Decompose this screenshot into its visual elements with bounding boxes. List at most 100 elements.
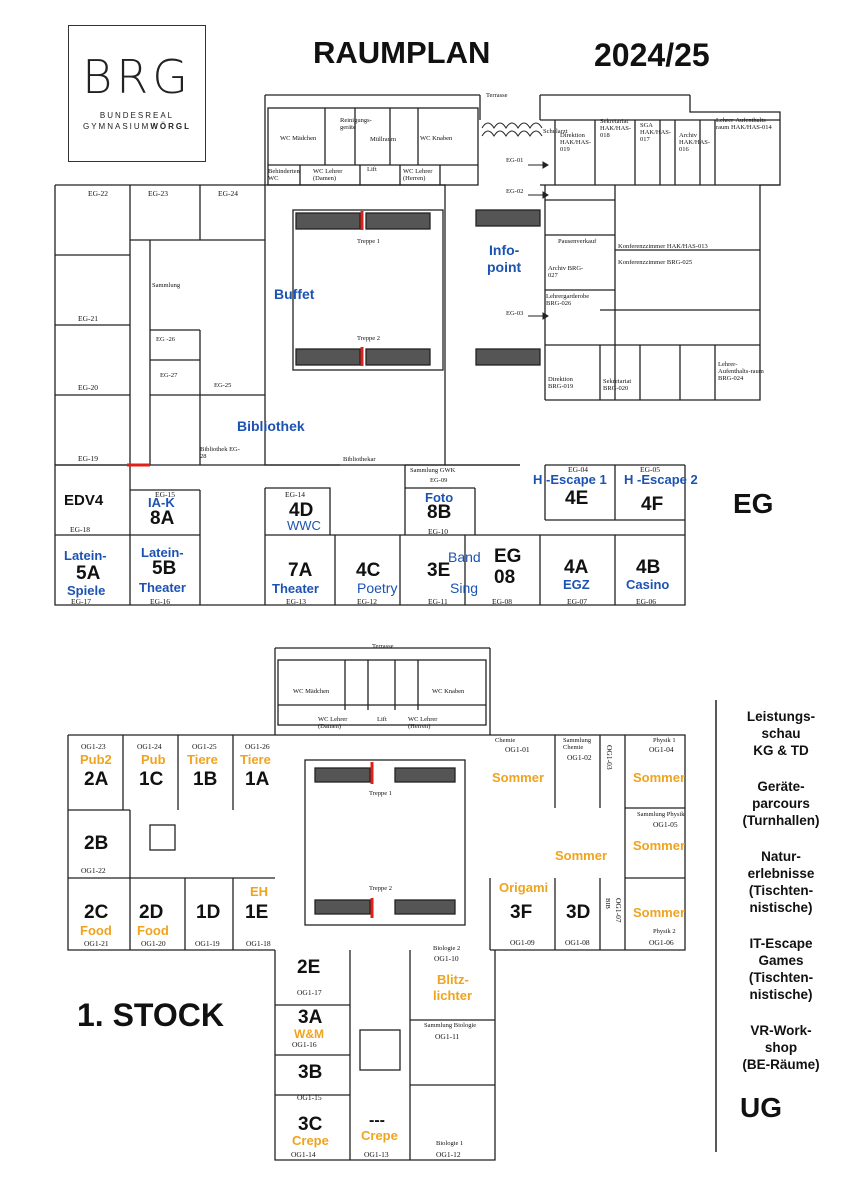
eg-archiv: Archiv HAK/HAS-016 xyxy=(679,132,711,153)
ug-item-vr-workshop: VR-Work- shop (BE-Räume) xyxy=(719,1022,843,1073)
og-topic-blitz-2: lichter xyxy=(433,988,473,1003)
eg-topic1-3e: Band xyxy=(448,549,481,565)
page-title: RAUMPLAN xyxy=(313,35,491,70)
eg-ausgabe: Pausenverkauf xyxy=(558,238,597,245)
eg-infopoint-2: point xyxy=(487,259,522,275)
og-code-3a: OG1-16 xyxy=(292,1040,317,1049)
og-biologie1: Biologie 1 xyxy=(436,1140,464,1147)
og-class-1a: 1A xyxy=(245,769,270,790)
eg-topic-4c: Poetry xyxy=(357,580,398,596)
eg-20: EG-20 xyxy=(78,383,98,392)
eg-01: EG-01 xyxy=(506,157,524,164)
ug-item-3-line-1: Games xyxy=(758,953,804,968)
eg-behinderten-wc: Behinderten WC xyxy=(268,168,300,182)
ug-item-geraeteparcours: Geräte- parcours (Turnhallen) xyxy=(719,778,843,829)
eg-topic-7a: Theater xyxy=(272,581,319,596)
ug-list: Leistungs- schau KG & TD Geräte- parcour… xyxy=(719,708,843,1073)
og-class-2c: 2C xyxy=(84,902,109,923)
eg-buffet: Buffet xyxy=(274,286,315,302)
eg-reinigung: Reinigungs-geräte xyxy=(340,117,372,131)
og-code-1b: OG1-25 xyxy=(192,742,217,751)
og-code-105: OG1-05 xyxy=(653,820,678,829)
og-topic-blitz-1: Blitz- xyxy=(437,972,469,987)
og-code-1c: OG1-24 xyxy=(137,742,162,751)
og-terrasse: Terrasse xyxy=(372,643,394,650)
og-topic-2a: Pub2 xyxy=(80,752,112,767)
eg-topic2-3e: Sing xyxy=(450,580,479,596)
eg-code-4a: EG-07 xyxy=(567,597,587,606)
eg-class-08: 08 xyxy=(494,567,516,588)
eg-code-3e: EG-11 xyxy=(428,597,448,606)
og-class-1c: 1C xyxy=(139,769,164,790)
og-class-3c: 3C xyxy=(298,1114,323,1135)
eg-bibliothek: Bibliothek xyxy=(237,418,305,434)
eg-topic-8b: Foto xyxy=(425,490,454,505)
og-topic-dash: Crepe xyxy=(361,1128,398,1143)
eg-konferenz2: Konferenzzimmer BRG-025 xyxy=(618,259,693,266)
og-class-3d: 3D xyxy=(566,902,591,923)
og-class-3f: 3F xyxy=(510,902,533,923)
logo-line2: GYMNASIUMWÖRGL xyxy=(69,121,205,132)
og-code-1e: OG1-18 xyxy=(246,939,271,948)
eg-code-4b: EG-06 xyxy=(636,597,656,606)
og-wc-knaben: WC Knaben xyxy=(432,688,465,695)
eg-direktion-brg: Direktion BRG-019 xyxy=(548,376,574,390)
ug-item-leistungsschau: Leistungs- schau KG & TD xyxy=(719,708,843,759)
eg-23: EG-23 xyxy=(148,189,168,198)
og-code-2c: OG1-21 xyxy=(84,939,109,948)
ug-item-1-line-0: Geräte- xyxy=(757,779,805,794)
og-code-1d: OG1-19 xyxy=(195,939,220,948)
eg-topic-4a: EGZ xyxy=(563,577,590,592)
og-wc-maedchen: WC Mädchen xyxy=(293,688,330,695)
eg-bibliothekar: Bibliothekar xyxy=(343,456,376,463)
eg-wc-lehrer-damen: WC Lehrer (Damen) xyxy=(313,168,343,182)
eg-code-4e: EG-04 xyxy=(568,465,588,474)
eg-terrasse: Terrasse xyxy=(486,92,508,99)
eg-code-08: EG-08 xyxy=(492,597,512,606)
eg-class-eg: EG xyxy=(494,546,522,567)
eg-schularzt: Schularzt xyxy=(543,128,568,135)
og-topic-sommer-5: Sommer xyxy=(633,905,686,920)
eg-floor-label: EG xyxy=(733,488,774,519)
eg-topic2-5a: Spiele xyxy=(67,583,106,598)
school-logo: BRG BUNDESREAL GYMNASIUMWÖRGL xyxy=(68,25,206,162)
og-topic-sommer-3: Sommer xyxy=(633,838,686,853)
og-class-3a: 3A xyxy=(298,1007,323,1028)
eg-treppe-1: Treppe 1 xyxy=(357,238,381,245)
logo-line2-b: WÖRGL xyxy=(150,122,191,131)
og-floor-label: 1. STOCK xyxy=(77,997,224,1033)
eg-class-4b: 4B xyxy=(636,557,661,578)
eg-archiv-brg: Archiv BRG-027 xyxy=(548,265,584,279)
og-physik2: Physik 2 xyxy=(653,928,676,935)
og-code-1a: OG1-26 xyxy=(245,742,270,751)
eg-code-4d: EG-14 xyxy=(285,490,305,499)
og-topic-3a: W&M xyxy=(294,1027,324,1041)
eg-class-edv4: EDV4 xyxy=(64,492,104,509)
og-class-1e: 1E xyxy=(245,902,269,923)
eg-21: EG-21 xyxy=(78,314,98,323)
og-topic-2c: Food xyxy=(80,923,112,938)
school-year: 2024/25 xyxy=(594,37,710,73)
og-code-3c: OG1-14 xyxy=(291,1150,316,1159)
og-code-3d: OG1-08 xyxy=(565,938,590,947)
ug-floor-label: UG xyxy=(740,1092,782,1123)
logo-line1: BUNDESREAL xyxy=(99,111,175,120)
ug-item-naturerlebnisse: Natur- erlebnisse (Tischten- nistische) xyxy=(719,848,843,916)
og-code-112: OG1-12 xyxy=(436,1150,461,1159)
eg-code-4c: EG-12 xyxy=(357,597,377,606)
eg-topic-4f: H -Escape 2 xyxy=(624,472,698,487)
og-code-dash: OG1-13 xyxy=(364,1150,389,1159)
eg-sammlung-a: Sammlung xyxy=(152,282,181,289)
og-code-111: OG1-11 xyxy=(435,1032,460,1041)
ug-item-3-line-3: nistische) xyxy=(749,987,813,1002)
eg-topic1-5a: Latein- xyxy=(64,548,107,563)
ug-item-2-line-2: (Tischten- xyxy=(748,883,814,898)
eg-sga: SGA HAK/HAS-017 xyxy=(640,122,672,143)
ug-item-2-line-0: Natur- xyxy=(761,849,801,864)
og-code-101: OG1-01 xyxy=(505,745,530,754)
eg-topic-4b: Casino xyxy=(626,577,670,592)
eg-class-4c: 4C xyxy=(356,560,381,581)
eg-class-8b: 8B xyxy=(427,502,452,523)
og-wc-lehrer-herren: WC Lehrer (Herren) xyxy=(408,716,438,730)
